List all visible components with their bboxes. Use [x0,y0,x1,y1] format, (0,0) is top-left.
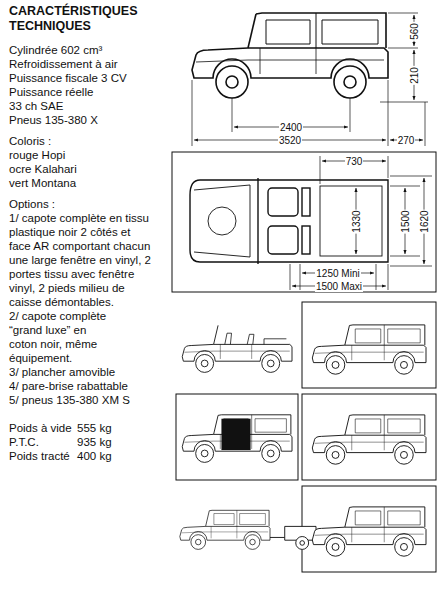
weight-row: P.T.C.935 kg [9,435,169,449]
dimension-label: 3520 [278,135,302,146]
spec-text: Options : [9,197,169,211]
dimension-label: 210 [409,66,420,85]
spec-text: Cylindrée 602 cm³ [9,43,169,57]
dimension-label: 1620 [419,209,430,233]
dimension-label: 1330 [351,209,362,233]
weight-value: 555 kg [77,421,112,435]
weight-label: Poids à vide [9,421,77,435]
weight-value: 935 kg [77,435,112,449]
spec-text: Coloris : [9,134,169,148]
dimension-label: 1500 Maxi [315,281,363,292]
weight-label: P.T.C. [9,435,77,449]
sheet-title: CARACTÉRISTIQUES TECHNIQUES [9,4,129,34]
spec-text: 2/ capote complète “grand luxe” en coton… [9,309,107,365]
spec-text: 1/ capote complète en tissu plastique no… [9,211,151,309]
dimension-label: 730 [345,156,364,167]
weight-row: Poids à vide555 kg [9,421,169,435]
dimension-label: 270 [397,135,416,146]
spec-text: 4/ pare-brise rabattable [9,379,169,393]
spec-text: Refroidissement à air [9,57,169,71]
weight-label: Poids tracté [9,449,77,463]
dimension-label: 1500 [400,209,411,233]
spec-text: 5/ pneus 135-380 XM S [9,393,169,407]
weight-row: Poids tracté400 kg [9,449,169,463]
dimension-label: 2400 [279,122,303,133]
dimension-label: 1250 Mini [315,268,360,279]
spec-text: 3/ plancher amovible [9,365,169,379]
spec-text: vert Montana [9,176,169,190]
spec-text: Puissance fiscale 3 CV [9,71,169,85]
weight-value: 400 kg [77,449,112,463]
spec-text: Pneus 135-380 X [9,113,169,127]
spec-text: rouge Hopi [9,148,169,162]
spec-text: Puissance réelle 33 ch SAE [9,85,109,113]
spec-text: ocre Kalahari [9,162,169,176]
spec-column: CARACTÉRISTIQUES TECHNIQUES Cylindrée 602… [9,4,169,463]
dimension-label: 560 [409,22,420,41]
